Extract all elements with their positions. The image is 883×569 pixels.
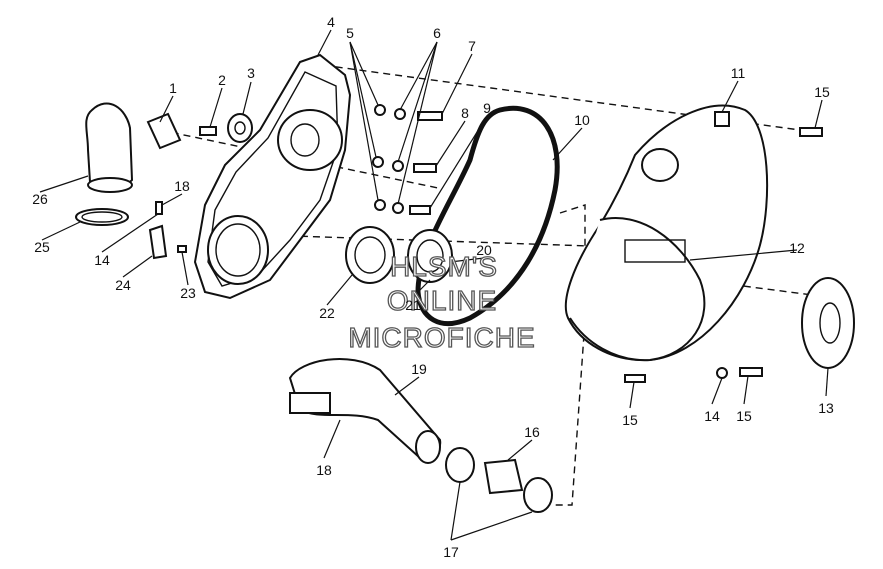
callout-5: 5 <box>346 25 354 41</box>
bracket-part-24 <box>148 201 187 260</box>
callout-17: 17 <box>443 544 459 560</box>
callout-20: 20 <box>476 242 492 258</box>
callout-18: 18 <box>316 462 332 478</box>
clamp-part-25 <box>75 208 129 226</box>
callout-25: 25 <box>34 239 50 255</box>
callout-21: 21 <box>405 297 421 313</box>
callout-12: 12 <box>789 240 805 256</box>
inner-cover-part-4 <box>193 53 352 300</box>
spacer-part-3 <box>227 113 253 143</box>
fasteners-parts-5-9 <box>372 104 443 215</box>
leader-lines <box>39 29 829 541</box>
callout-23: 23 <box>180 285 196 301</box>
callout-8: 8 <box>461 105 469 121</box>
bolt-part-2 <box>199 126 217 136</box>
clamps-sleeve-parts-16-17 <box>445 447 553 513</box>
callout-1: 1 <box>169 80 177 96</box>
gasket-ring-part-13 <box>801 277 855 369</box>
watermark-line-2: ONLINE <box>387 285 497 316</box>
watermark-line-3: MICROFICHE <box>348 322 535 353</box>
seal-part-22 <box>345 226 395 284</box>
callout-26: 26 <box>32 191 48 207</box>
callout-15: 15 <box>736 408 752 424</box>
callout-10: 10 <box>574 112 590 128</box>
watermark: HLSM'S ONLINE MICROFICHE <box>348 250 536 353</box>
callout-18: 18 <box>174 178 190 194</box>
callout-15: 15 <box>622 412 638 428</box>
callout-24: 24 <box>115 277 131 293</box>
callout-7: 7 <box>468 38 476 54</box>
callout-3: 3 <box>247 65 255 81</box>
callout-4: 4 <box>327 14 335 30</box>
callout-6: 6 <box>433 25 441 41</box>
intake-boot-part-26 <box>85 102 134 193</box>
seal-part-20 <box>407 229 453 283</box>
callout-11: 11 <box>731 65 746 81</box>
watermark-line-1: HLSM'S <box>390 251 498 282</box>
drive-belt-part-10 <box>415 105 560 326</box>
bracket-part-1 <box>146 112 182 150</box>
outer-cover-part-11 <box>564 104 769 362</box>
callout-13: 13 <box>818 400 834 416</box>
duct-part-19 <box>288 358 442 464</box>
callout-2: 2 <box>218 72 226 88</box>
callout-14: 14 <box>94 252 110 268</box>
callout-16: 16 <box>524 424 540 440</box>
screws-parts-14-15 <box>624 127 823 383</box>
callout-15: 15 <box>814 84 830 100</box>
callout-9: 9 <box>483 100 491 116</box>
callout-14: 14 <box>704 408 720 424</box>
callout-22: 22 <box>319 305 335 321</box>
callout-19: 19 <box>411 361 427 377</box>
